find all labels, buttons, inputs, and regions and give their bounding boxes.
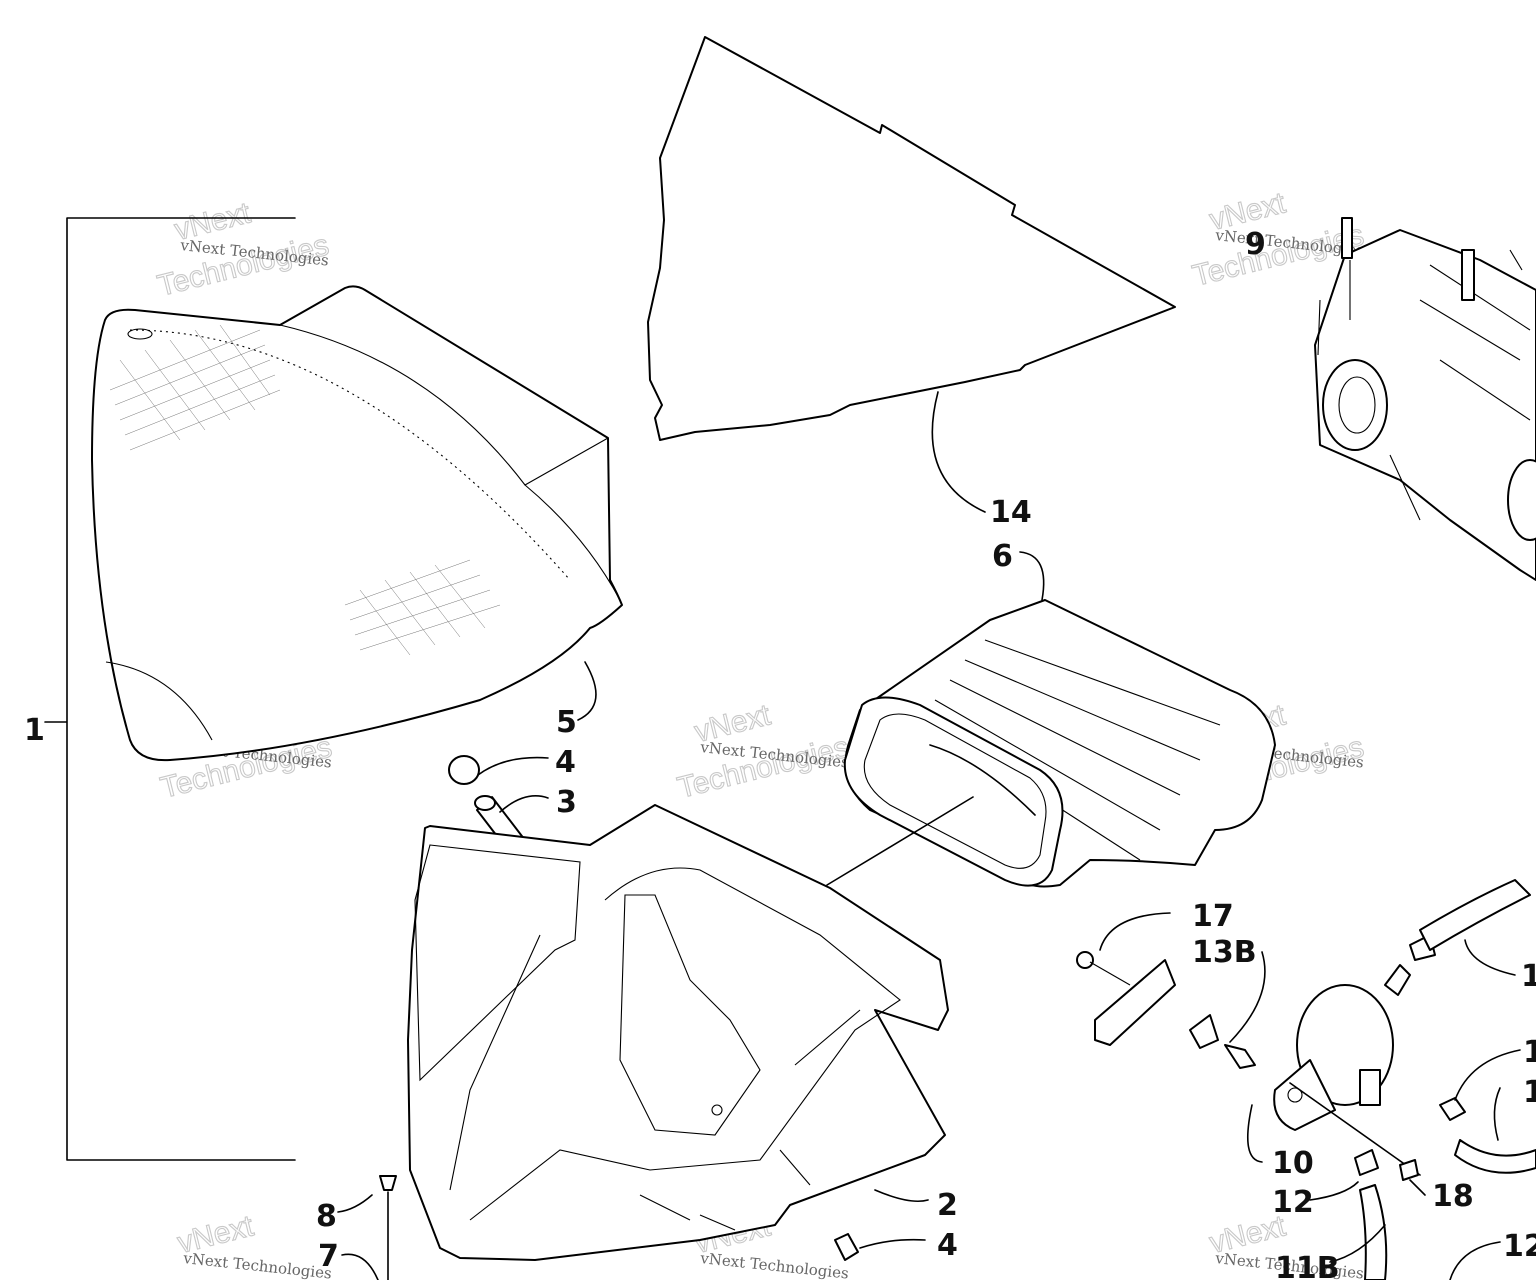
callout-17: 17 bbox=[1192, 899, 1234, 934]
callout-4: 4 bbox=[937, 1228, 958, 1263]
callout-7: 7 bbox=[318, 1239, 339, 1274]
carburetor-part bbox=[1314, 217, 1536, 581]
leader-line bbox=[477, 756, 549, 776]
callout-5: 5 bbox=[556, 705, 577, 740]
screw-part bbox=[379, 1175, 397, 1191]
callout-10: 10 bbox=[1272, 1146, 1314, 1181]
callout-12: 12 bbox=[1272, 1185, 1314, 1220]
watermark: vNext Technologies vNext Technologies bbox=[154, 196, 333, 304]
leader-line bbox=[874, 1189, 929, 1203]
leader-line bbox=[1309, 1181, 1359, 1201]
callout-3: 3 bbox=[556, 785, 577, 820]
callout-14: 14 bbox=[990, 495, 1032, 530]
leader-line bbox=[1099, 912, 1171, 951]
airbox-base-part bbox=[407, 804, 949, 1261]
leader-line bbox=[1464, 939, 1516, 976]
leader-line bbox=[1229, 951, 1266, 1043]
callout-4: 4 bbox=[555, 745, 576, 780]
fuel-hose-part bbox=[1454, 1139, 1536, 1174]
fuel-pump-part bbox=[1273, 934, 1436, 1181]
leader-line bbox=[1409, 1179, 1426, 1196]
fuel-hose-part bbox=[1419, 879, 1531, 951]
callout-8: 8 bbox=[316, 1199, 337, 1234]
watermark: vNext vNext Technologies bbox=[174, 1209, 333, 1280]
leader-line bbox=[826, 796, 974, 886]
leader-line bbox=[577, 661, 597, 721]
leader-line bbox=[1493, 1087, 1501, 1141]
callout-1-clipped: 1 bbox=[1521, 959, 1536, 994]
leader-line bbox=[341, 1253, 379, 1280]
callout-1-clipped: 1 bbox=[1523, 1035, 1536, 1070]
filter-mesh bbox=[344, 559, 501, 656]
callout-9: 9 bbox=[1245, 227, 1266, 262]
callout-6: 6 bbox=[992, 539, 1013, 574]
leader-line bbox=[1454, 1049, 1521, 1101]
callout-1: 1 bbox=[24, 713, 45, 748]
bolt-bracket-part bbox=[1076, 951, 1256, 1069]
leader-line bbox=[1019, 551, 1045, 601]
leader-line bbox=[1449, 1241, 1501, 1280]
rubber-plug-part bbox=[448, 755, 480, 785]
leader-line bbox=[1329, 1224, 1386, 1263]
watermark-line1: vNext Technologies bbox=[699, 1249, 850, 1280]
leader-line bbox=[859, 1238, 926, 1249]
airbox-lid-part bbox=[91, 285, 623, 762]
callout-13b: 13B bbox=[1192, 935, 1257, 970]
leader-line bbox=[337, 1191, 389, 1280]
fuel-hose-part bbox=[1359, 1184, 1388, 1280]
leader-line bbox=[499, 795, 549, 813]
watermark: vNext Technologies vNext Technologies bbox=[674, 698, 853, 806]
callout-2: 2 bbox=[937, 1188, 958, 1223]
callout-12: 12 bbox=[1503, 1229, 1536, 1264]
filter-sheet-part bbox=[647, 36, 1176, 441]
filter-mesh bbox=[109, 324, 281, 451]
intake-boot-part bbox=[843, 599, 1276, 888]
clamp-part bbox=[1439, 1097, 1466, 1121]
leader-line bbox=[1246, 1104, 1263, 1163]
clip-part bbox=[834, 1233, 859, 1261]
assembly-bracket bbox=[44, 217, 296, 1161]
callout-18: 18 bbox=[1432, 1179, 1474, 1214]
callout-1-clipped: 1 bbox=[1523, 1075, 1536, 1110]
leader-line bbox=[931, 391, 986, 513]
callout-11b: 11B bbox=[1275, 1251, 1340, 1280]
callout-labels: 1 2 3 4 4 5 6 7 8 9 10 11B 12 12 13B 14 … bbox=[24, 227, 1536, 1280]
watermark-line1: vNext Technologies bbox=[182, 1249, 333, 1280]
